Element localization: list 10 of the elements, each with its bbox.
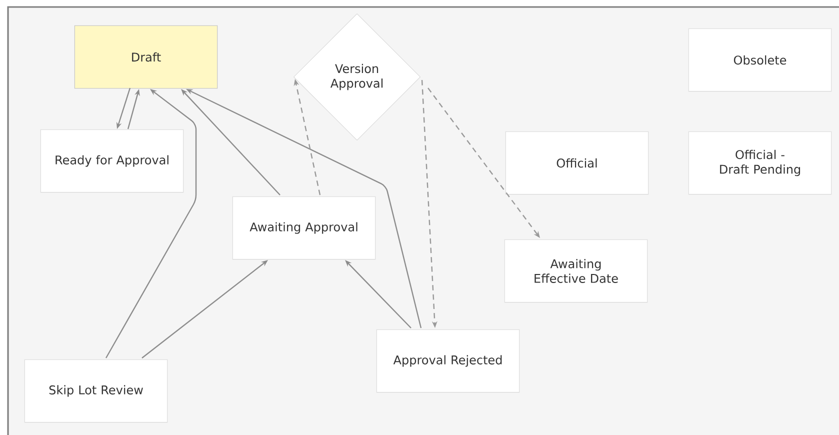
state-box: Awaiting Effective Date	[504, 239, 648, 303]
state-box: Official - Draft Pending	[688, 131, 832, 195]
state-box: Awaiting Approval	[232, 196, 376, 260]
arrow	[105, 89, 197, 358]
state-box: Ready for Approval	[40, 129, 184, 193]
state-box: Official	[505, 131, 649, 195]
state-box: Skip Lot Review	[24, 359, 168, 423]
state-box: Draft	[74, 25, 218, 89]
state-box: Obsolete	[688, 28, 832, 92]
state-box: Approval Rejected	[376, 329, 520, 393]
